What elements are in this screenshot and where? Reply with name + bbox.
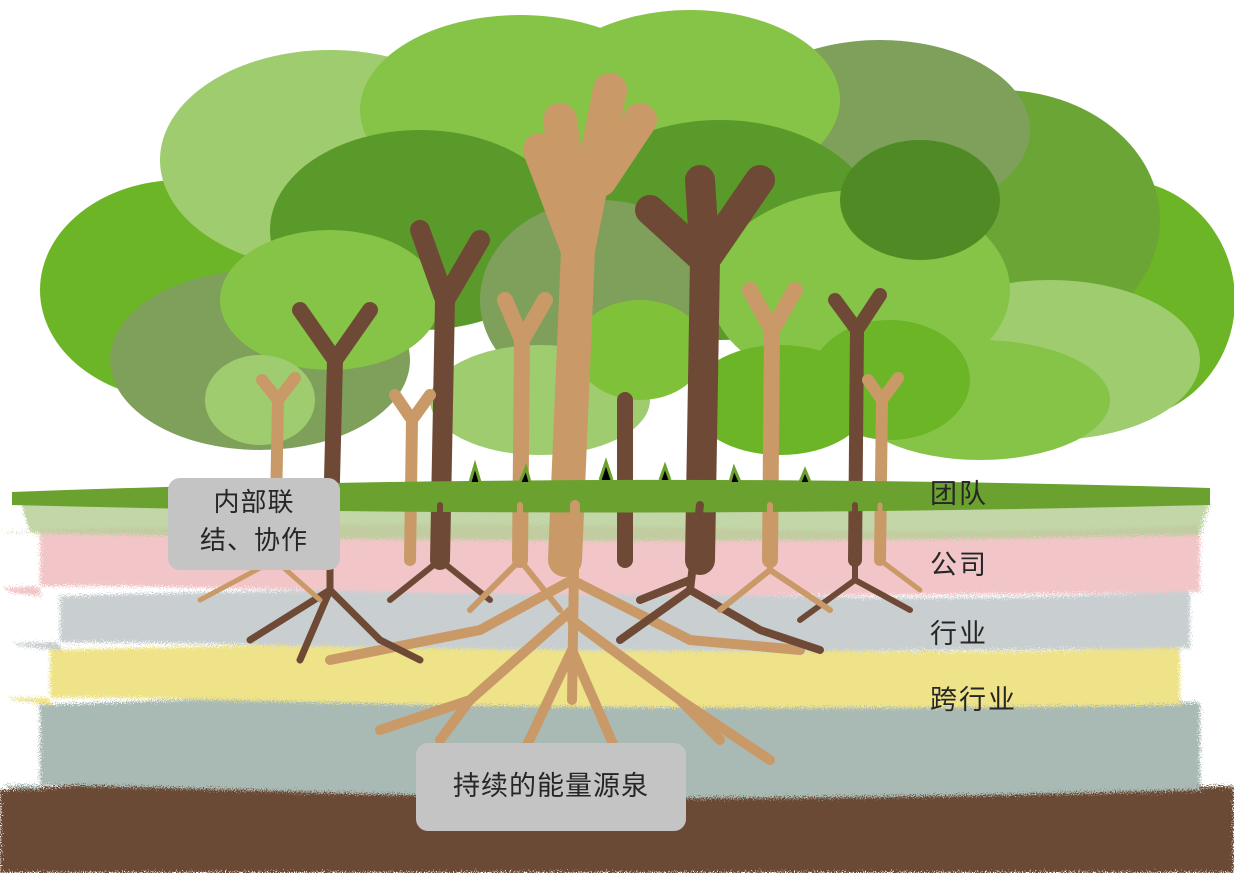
layer-label-company: 公司 bbox=[930, 550, 988, 581]
callout-internal-line1: 内部联 bbox=[213, 488, 295, 518]
layer-label-cross-industry: 跨行业 bbox=[930, 685, 1017, 716]
layer-label-team: 团队 bbox=[930, 479, 988, 510]
canopy bbox=[40, 10, 1234, 460]
layer-label-industry: 行业 bbox=[930, 619, 988, 650]
trunks bbox=[256, 73, 904, 577]
callout-internal-line2: 结、协作 bbox=[199, 526, 308, 556]
grass-tufts bbox=[468, 457, 812, 483]
callout-internal-collaboration: 内部联 结、协作 bbox=[168, 478, 340, 570]
callout-energy-source: 持续的能量源泉 bbox=[416, 743, 686, 831]
